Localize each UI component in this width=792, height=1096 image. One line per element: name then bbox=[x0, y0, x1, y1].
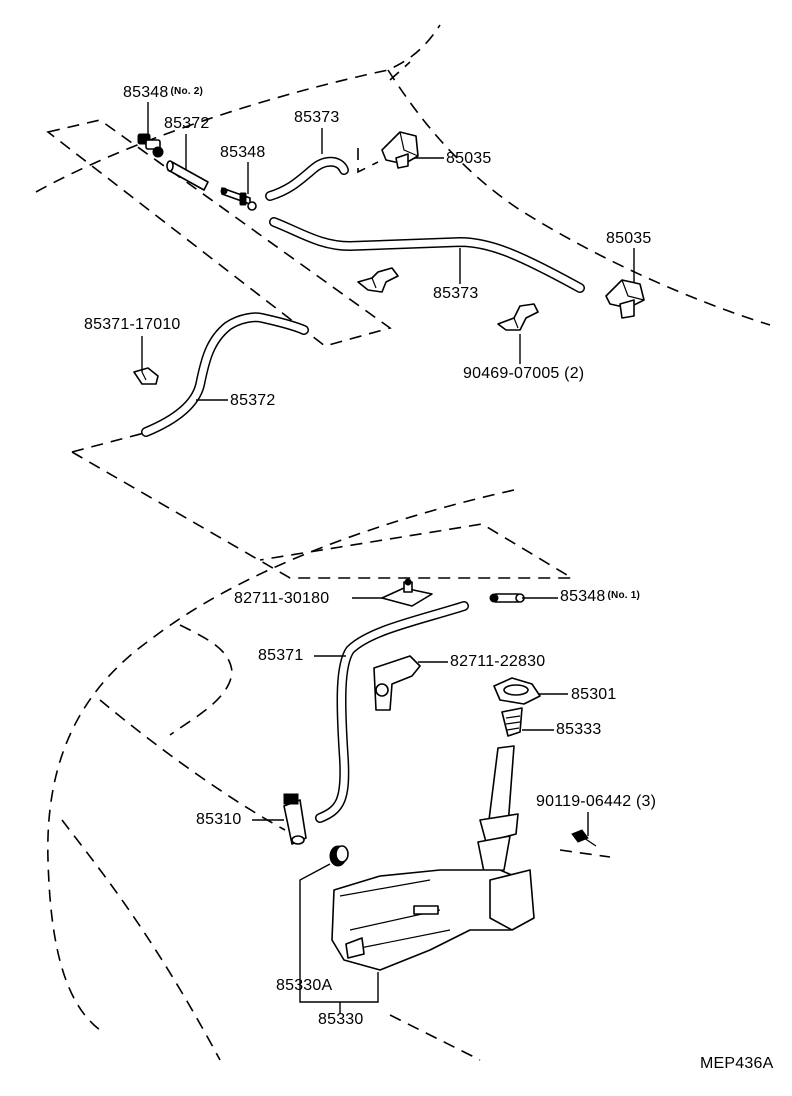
part-number: 85035 bbox=[446, 150, 492, 167]
callout-82711-30180: 82711-30180 bbox=[234, 591, 329, 607]
part-number: 82711-22830 bbox=[450, 653, 546, 670]
part-number: 85372 bbox=[164, 115, 210, 132]
callout-85301: 85301 bbox=[571, 687, 617, 703]
part-qty: (2) bbox=[564, 365, 585, 382]
diagram-code-text: MEP436A bbox=[700, 1055, 774, 1072]
callout-85330A: 85330A bbox=[276, 978, 332, 994]
hose-85373-upper bbox=[265, 156, 349, 201]
part-number: 90469-07005 bbox=[463, 365, 560, 382]
part-number: 85348 bbox=[560, 588, 606, 605]
part-qualifier: (No. 1) bbox=[607, 590, 641, 601]
callout-85310: 85310 bbox=[196, 812, 242, 828]
clamp-90469-a bbox=[357, 267, 399, 293]
callout-85373-mid: 85373 bbox=[433, 286, 479, 302]
washer-nozzle-85035-a bbox=[381, 131, 419, 169]
fender-outline bbox=[47, 431, 611, 1061]
clamp-82711-30180 bbox=[381, 578, 433, 607]
callout-85035-b: 85035 bbox=[606, 231, 652, 247]
part-number: 85035 bbox=[606, 230, 652, 247]
diagram-code: MEP436A bbox=[700, 1056, 773, 1072]
strainer-85333 bbox=[501, 707, 523, 737]
washer-tank-85330 bbox=[331, 745, 535, 971]
callout-85372-top: 85372 bbox=[164, 116, 210, 132]
hose-clip-85371-17010 bbox=[133, 367, 159, 385]
hose-85372-short bbox=[166, 160, 209, 191]
part-number: 82711-30180 bbox=[234, 590, 330, 607]
hose-85373-long bbox=[269, 217, 585, 293]
part-number: 85310 bbox=[196, 811, 242, 828]
callout-85348-mid: 85348 bbox=[220, 145, 266, 161]
part-number: 85330A bbox=[276, 977, 333, 994]
part-qualifier: (No. 2) bbox=[170, 86, 204, 97]
callout-85371-17010: 85371-17010 bbox=[84, 317, 181, 333]
callout-82711-22830: 82711-22830 bbox=[450, 654, 545, 670]
part-number: 85371 bbox=[258, 647, 304, 664]
part-number: 85373 bbox=[294, 109, 340, 126]
part-number: 85373 bbox=[433, 285, 479, 302]
callout-85348-no1: 85348(No. 1) bbox=[560, 588, 640, 605]
part-number: 85330 bbox=[318, 1011, 364, 1028]
grommet-85330A bbox=[329, 845, 349, 867]
callout-85330: 85330 bbox=[318, 1012, 364, 1028]
part-number: 85371-17010 bbox=[84, 316, 181, 333]
part-number: 85372 bbox=[230, 392, 276, 409]
callout-85371: 85371 bbox=[258, 648, 304, 664]
part-qty: (3) bbox=[635, 793, 657, 810]
bolt-90119-06442 bbox=[571, 829, 597, 847]
check-valve-85348 bbox=[220, 187, 257, 211]
hood-outline bbox=[35, 24, 771, 347]
callout-85372-low: 85372 bbox=[230, 393, 276, 409]
part-number: 85348 bbox=[123, 84, 169, 101]
callout-85035-a: 85035 bbox=[446, 151, 492, 167]
part-number: 85348 bbox=[220, 144, 266, 161]
washer-nozzle-85035-b bbox=[605, 279, 645, 319]
hose-85371 bbox=[315, 601, 469, 823]
part-number: 85301 bbox=[571, 686, 617, 703]
leader-lines bbox=[141, 102, 635, 1014]
washer-pump-85310 bbox=[283, 793, 307, 845]
hose-85372-long bbox=[141, 312, 309, 437]
bracket-82711-22830 bbox=[373, 655, 421, 711]
part-number: 90119-06442 bbox=[536, 793, 632, 810]
clamp-90469-b bbox=[497, 303, 539, 331]
callout-85373-top: 85373 bbox=[294, 110, 340, 126]
callout-85348-no2: 85348(No. 2) bbox=[123, 84, 203, 101]
check-valve-85348-no1 bbox=[489, 593, 525, 603]
callout-85333: 85333 bbox=[556, 722, 602, 738]
part-number: 85333 bbox=[556, 721, 602, 738]
callout-90119-06442: 90119-06442 (3) bbox=[536, 794, 656, 810]
callout-90469-07005: 90469-07005 (2) bbox=[463, 366, 584, 382]
check-valve-85348-no2 bbox=[137, 133, 164, 158]
tank-cap-85301 bbox=[493, 677, 541, 705]
